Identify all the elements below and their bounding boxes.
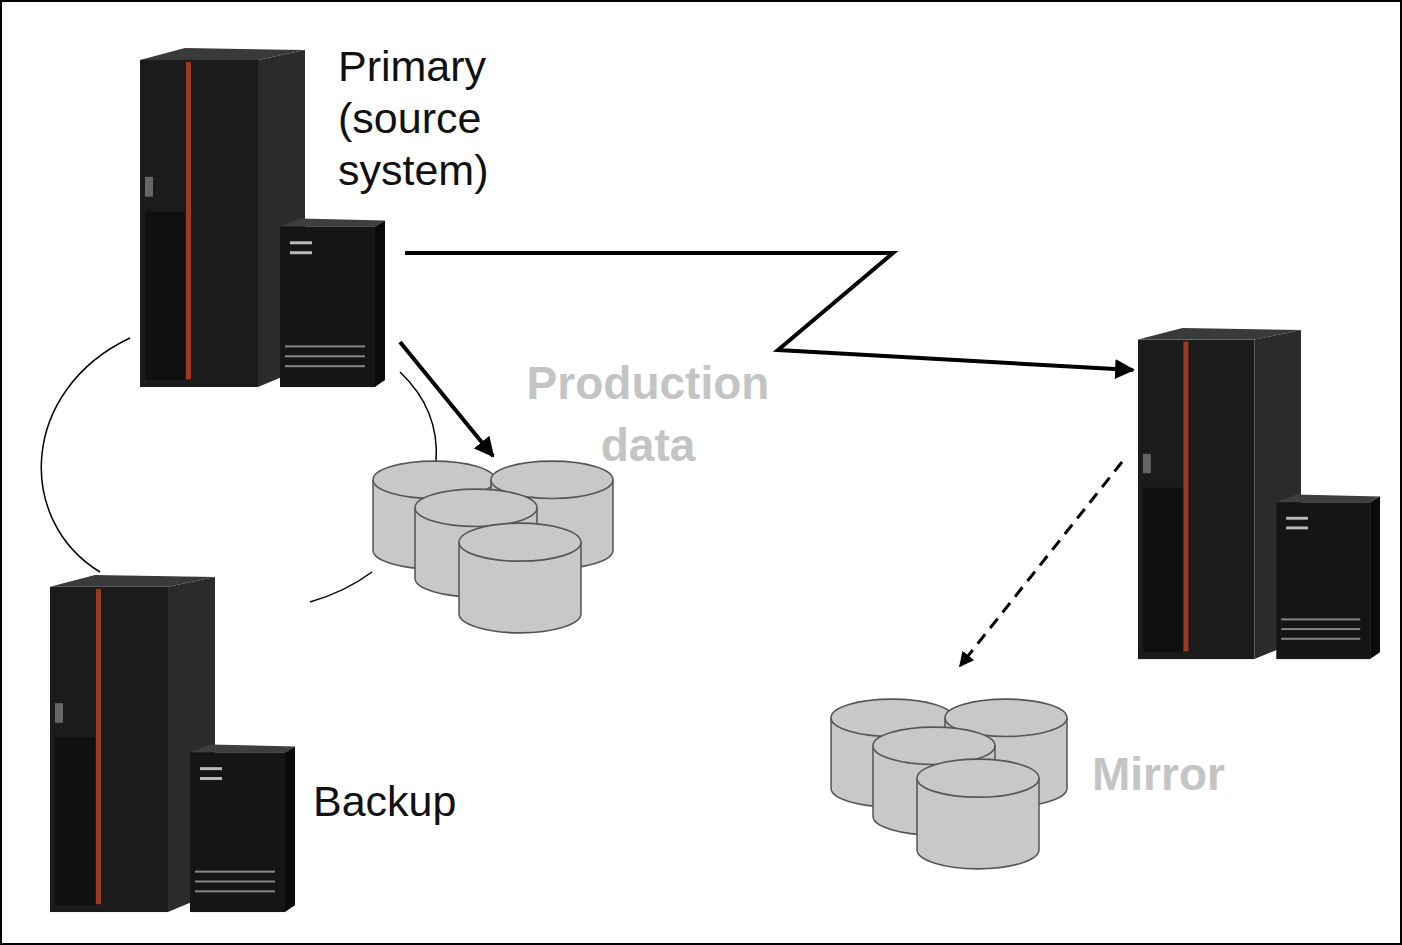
disk-stack — [831, 699, 1067, 869]
cluster-arc — [400, 372, 436, 462]
cluster-arc — [310, 572, 372, 602]
server-node: Backup — [50, 572, 472, 917]
data-flow-arrow — [400, 342, 493, 456]
node-label: Backup — [313, 775, 468, 827]
server-node: Primary (source system) — [140, 40, 507, 385]
storage-node: Production data — [372, 352, 794, 640]
replication-link — [405, 253, 1133, 370]
node-label: Production data — [506, 352, 790, 476]
server-icon — [50, 575, 295, 912]
mirror-write — [960, 462, 1122, 666]
server-icon — [1138, 328, 1380, 659]
node-label: Primary (source system) — [338, 40, 503, 196]
cluster-arc — [41, 338, 130, 572]
storage-node: Mirror — [830, 695, 1252, 875]
disk-stack — [373, 461, 613, 633]
node-label: Mirror — [1092, 743, 1248, 805]
